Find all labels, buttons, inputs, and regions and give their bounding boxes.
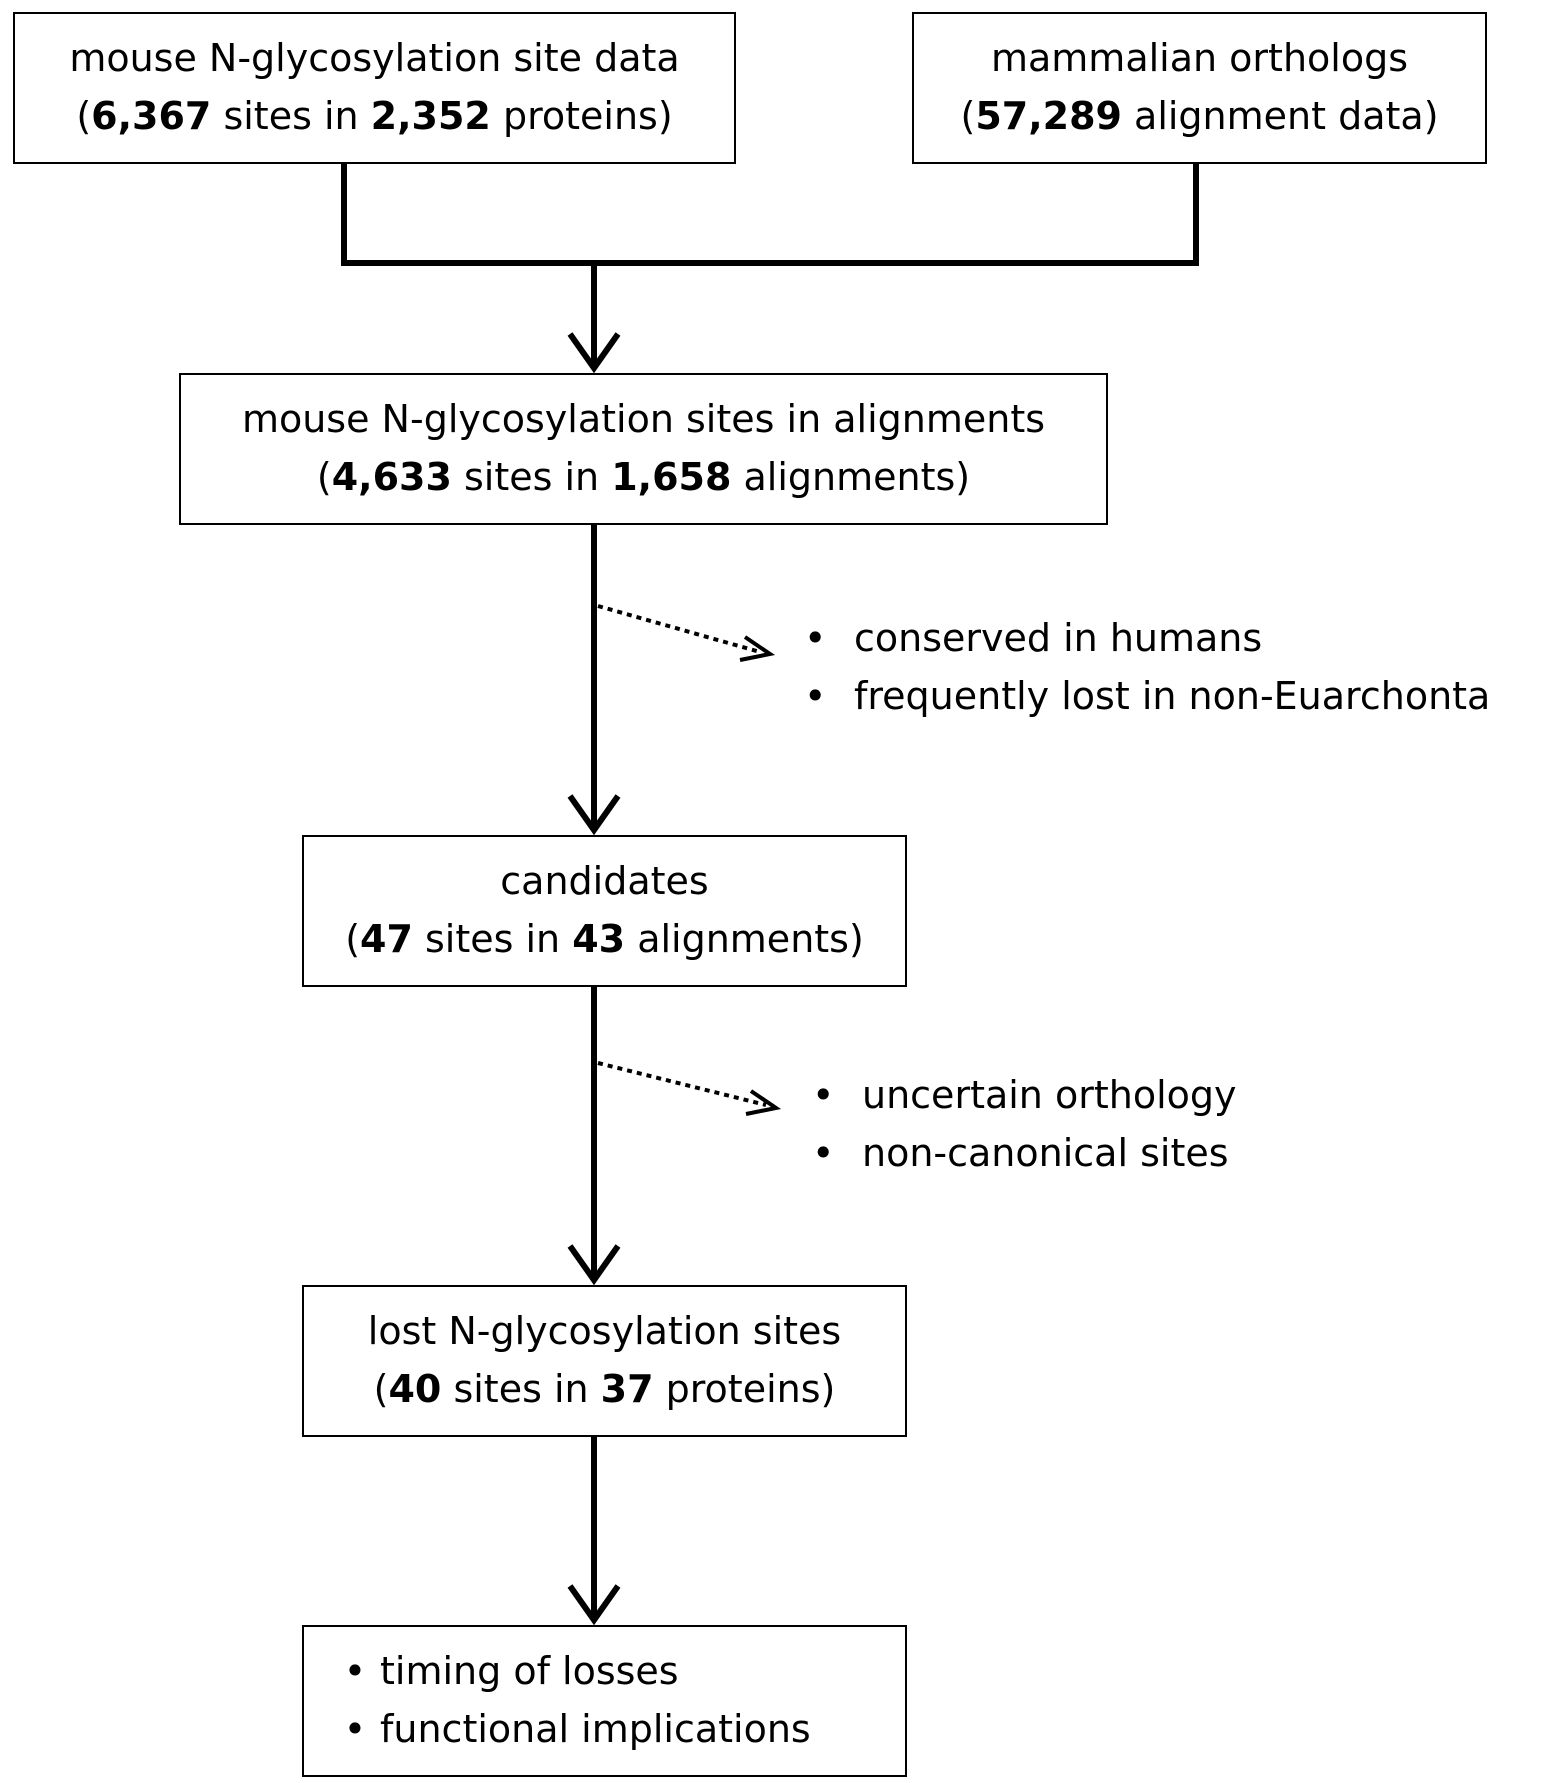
- alignment-count: 1,658: [611, 455, 732, 499]
- filter-criteria-2: •uncertain orthology •non-canonical site…: [812, 1067, 1237, 1183]
- orthologs-title: mammalian orthologs: [990, 36, 1409, 81]
- lost-sites-counts: (40 sites in 37 proteins): [373, 1367, 836, 1411]
- candidates-counts: (47 sites in 43 alignments): [345, 917, 864, 961]
- filter-1-item: •frequently lost in non-Euarchonta: [804, 673, 1491, 718]
- filter-arrow-1-dotted: [597, 604, 761, 654]
- sites-in-alignments-box: mouse N-glycosylation sites in alignment…: [179, 373, 1108, 525]
- sites-in-alignments-title: mouse N-glycosylation sites in alignment…: [241, 397, 1046, 442]
- arrow-head-2: [567, 794, 621, 836]
- outcome-item: •functional implications: [343, 1707, 811, 1751]
- mouse-protein-count: 2,352: [370, 94, 491, 138]
- filter-2-item: •non-canonical sites: [812, 1130, 1229, 1175]
- mouse-site-data-title: mouse N-glycosylation site data: [69, 36, 680, 81]
- candidates-title: candidates: [500, 859, 709, 904]
- filter-arrow-2-head: [745, 1089, 782, 1116]
- lost-site-count: 40: [388, 1367, 442, 1411]
- mammalian-orthologs-box: mammalian orthologs (57,289 alignment da…: [912, 12, 1487, 164]
- sites-in-alignments-counts: (4,633 sites in 1,658 alignments): [316, 455, 971, 499]
- mouse-site-data-box: mouse N-glycosylation site data (6,367 s…: [13, 12, 736, 164]
- lost-sites-title: lost N-glycosylation sites: [367, 1309, 842, 1354]
- lost-sites-box: lost N-glycosylation sites (40 sites in …: [302, 1285, 907, 1437]
- filter-arrow-1-head: [739, 635, 776, 662]
- filter-criteria-1: •conserved in humans •frequently lost in…: [804, 610, 1490, 726]
- mouse-site-data-counts: (6,367 sites in 2,352 proteins): [76, 94, 673, 138]
- aligned-site-count: 4,633: [331, 455, 452, 499]
- outcomes-box: •timing of losses •functional implicatio…: [302, 1625, 907, 1777]
- candidates-box: candidates (47 sites in 43 alignments): [302, 835, 907, 987]
- arrow-head-4: [567, 1584, 621, 1626]
- filter-2-item: •uncertain orthology: [812, 1073, 1237, 1117]
- lost-protein-count: 37: [600, 1367, 654, 1411]
- outcome-item: •timing of losses: [343, 1649, 679, 1694]
- orthologs-counts: (57,289 alignment data): [960, 94, 1439, 138]
- arrow-head-3: [567, 1244, 621, 1286]
- alignment-data-count: 57,289: [975, 94, 1122, 138]
- candidate-site-count: 47: [360, 917, 413, 961]
- candidate-alignment-count: 43: [572, 917, 626, 961]
- arrow-head-1: [567, 332, 621, 374]
- mouse-site-count: 6,367: [91, 94, 212, 138]
- filter-arrow-2-dotted: [597, 1061, 767, 1107]
- outcomes-list: •timing of losses •functional implicatio…: [330, 1643, 811, 1759]
- filter-1-item: •conserved in humans: [804, 616, 1263, 660]
